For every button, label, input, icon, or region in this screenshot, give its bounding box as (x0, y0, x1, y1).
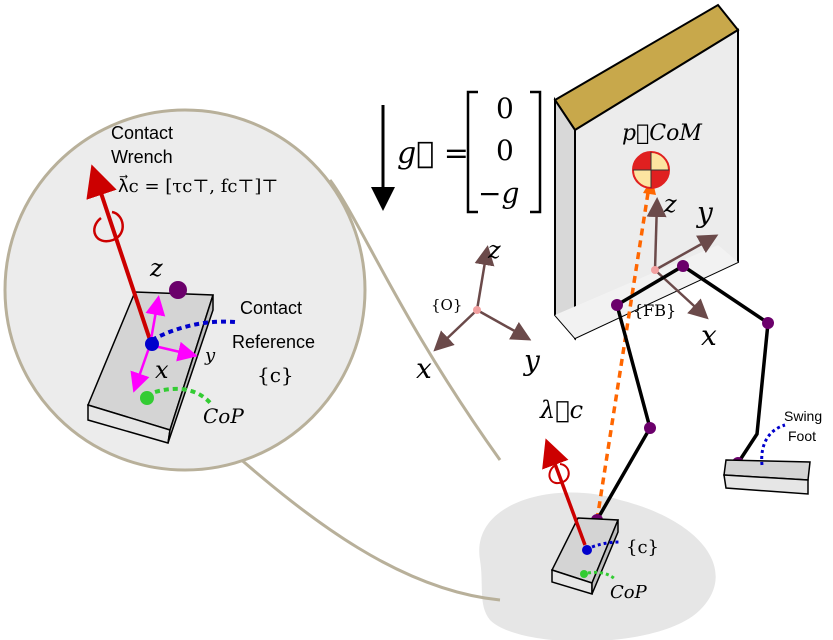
stance-cop-point (580, 570, 588, 578)
com-vector-line (595, 179, 652, 521)
floating-base (553, 3, 740, 341)
fb-z-label: z (663, 190, 677, 218)
zoom-axis-x (130, 344, 152, 393)
zoom-torque-icon (93, 210, 124, 243)
swing-foot (723, 459, 811, 495)
zoom-connector-upper (328, 179, 502, 461)
zoom-cop-label: CoP (203, 404, 244, 428)
gravity-lhs: g⃗ = (397, 136, 469, 171)
stance-torque-icon (548, 463, 570, 485)
gravity-vec-0: 0 (496, 92, 514, 125)
hip-joint-left (611, 299, 623, 311)
stance-lambda-label: λ⃗c (539, 396, 583, 424)
hip-joint-right (677, 260, 689, 272)
stance-contact-link (591, 540, 621, 549)
swing-label-2: Foot (788, 428, 816, 444)
stance-contact-point (582, 545, 592, 555)
zoom-contact-ref-frame: {c} (257, 363, 294, 387)
knee-joint-right (762, 317, 774, 329)
fb-axis-z (646, 197, 667, 271)
hip-link (616, 264, 684, 307)
world-y-label: y (522, 344, 541, 377)
swing-foot-link (760, 423, 786, 466)
gravity-bracket-left (466, 90, 478, 214)
com-marker-icon (632, 151, 670, 189)
stance-cop-label: CoP (610, 582, 648, 603)
swing-label-1: Swing (784, 408, 822, 424)
fb-axis-y (654, 234, 719, 272)
fb-y-label: y (695, 196, 714, 229)
stance-cop-link (587, 570, 618, 582)
knee-joint-left (644, 422, 656, 434)
zoom-contact-wrench-label-1: Contact (111, 123, 173, 143)
zoom-x-label: x (155, 356, 169, 384)
fb-label: {FB} (633, 301, 676, 320)
world-axis-y (476, 308, 532, 341)
world-x-label: x (416, 352, 432, 385)
zoom-foot-block (86, 291, 215, 444)
zoom-contact-wrench-label-2: Wrench (111, 147, 173, 167)
zoom-wrench-formula: λ⃗c = [τc⊤, fc⊤]⊤ (118, 175, 278, 197)
swing-leg (682, 264, 770, 464)
fb-origin (651, 266, 659, 274)
gravity-vec-1: 0 (496, 134, 514, 167)
stance-contact-frame: {c} (626, 537, 659, 558)
zoom-y-label: y (204, 345, 216, 366)
zoom-top-joint (169, 281, 187, 299)
fb-x-label: x (701, 319, 717, 352)
stance-wrench-arrow (542, 438, 587, 546)
com-label: p⃗CoM (622, 121, 702, 146)
zoom-contact-ref-label-1: Contact (240, 298, 302, 318)
world-z-label: z (487, 236, 501, 264)
zoom-contact-ref-label-2: Reference (232, 332, 315, 352)
zoom-cop-point (140, 391, 154, 405)
zoom-contact-point (145, 337, 159, 351)
zoom-z-label: z (149, 254, 163, 282)
zoom-contact-ref-link (151, 319, 236, 342)
world-origin (473, 306, 481, 314)
gravity-bracket-right (530, 90, 542, 214)
zoom-cop-link (154, 386, 214, 407)
zoom-wrench-arrow (86, 164, 152, 341)
stance-leg (595, 304, 652, 521)
gravity-vec-2: −g (478, 177, 519, 210)
world-axis-z (474, 245, 495, 311)
world-origin-label: {O} (431, 296, 462, 314)
world-axis-x (433, 309, 478, 352)
zoom-connector-lower (229, 448, 501, 602)
